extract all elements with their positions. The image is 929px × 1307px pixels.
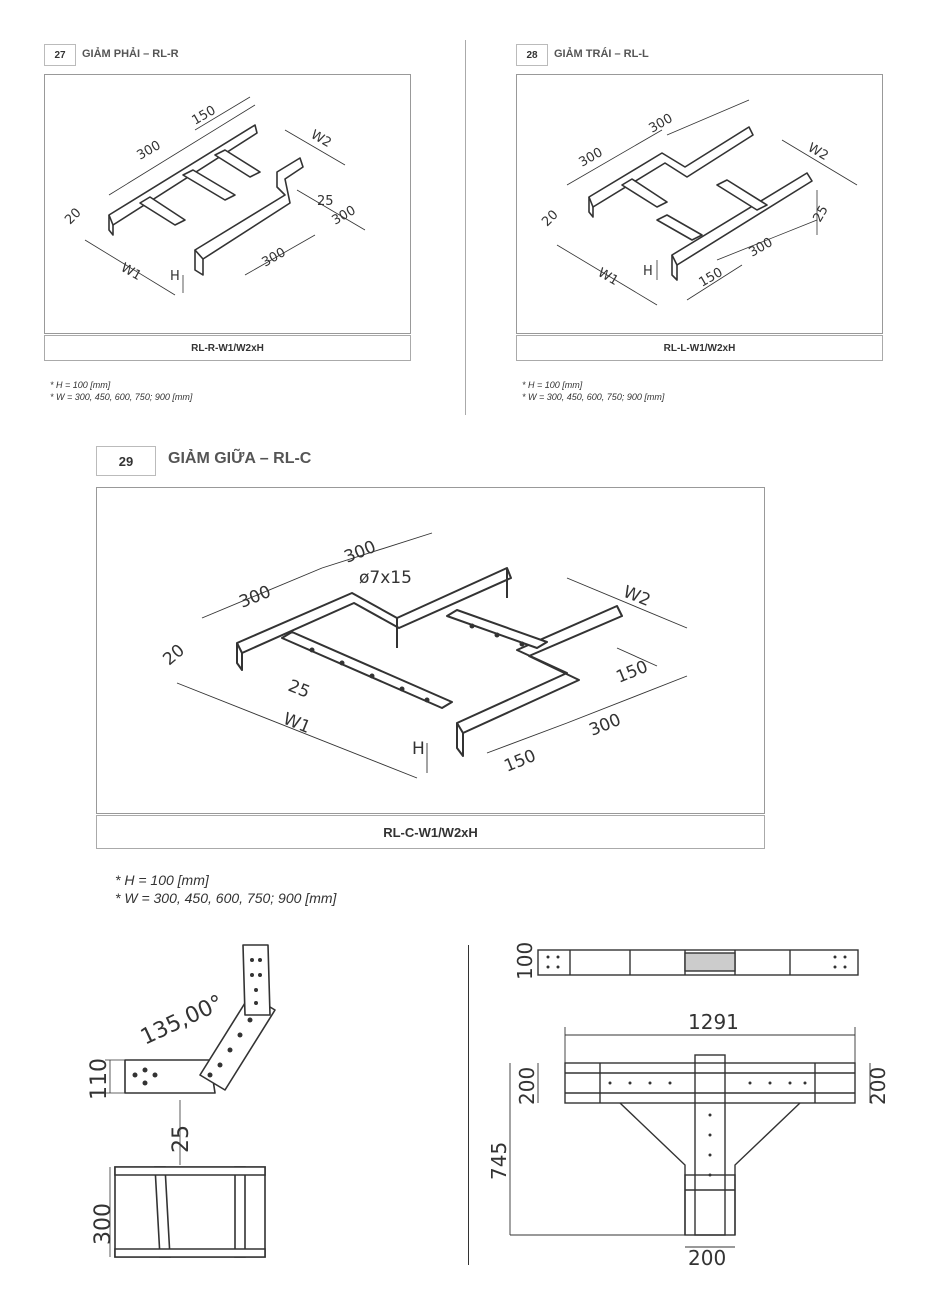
- dim-100: 100: [513, 942, 537, 980]
- panel-27-note-h: * H = 100 [mm]: [50, 380, 111, 390]
- panel-27-diagram: 300 150 W2 25 300 300 20 W1 H: [62, 96, 366, 296]
- dim-25: 25: [169, 1125, 194, 1153]
- dim-300b: 300: [330, 203, 359, 228]
- panel-28-note-w: * W = 300, 450, 600, 750; 900 [mm]: [522, 392, 665, 402]
- panel-29-number: 29: [96, 446, 156, 476]
- dim-110: 110: [87, 1058, 112, 1100]
- dim-150: 150: [697, 265, 726, 290]
- dim-200-right: 200: [866, 1067, 890, 1105]
- top-panels-divider: [465, 40, 466, 415]
- bottom-panels-divider: [468, 945, 469, 1265]
- dim-20: 20: [62, 206, 84, 228]
- dim-H: H: [412, 739, 425, 759]
- panel-27-title: GIẢM PHẢI – RL-R: [82, 48, 179, 60]
- dim-H: H: [643, 264, 653, 279]
- dim-300a: 300: [236, 582, 274, 613]
- panel-29-diagram: 300 300 ø7x15 W2 20 25 150 W1 H 300 150: [159, 532, 688, 779]
- panel-28-diagram: 300 300 W2 25 300 150 20 W1 H: [539, 99, 858, 306]
- elbow-angle-label: 135,00°: [137, 991, 227, 1051]
- dim-W2: W2: [308, 127, 334, 151]
- elbow-135-diagram: 135,00° 110 25 300: [87, 944, 276, 1258]
- dim-300a: 300: [135, 138, 164, 163]
- dim-300c: 300: [260, 245, 289, 270]
- panel-29-caption: RL-C-W1/W2xH: [96, 815, 765, 849]
- dim-200-bottom: 200: [688, 1246, 726, 1270]
- panel-29-title: GIẢM GIỮA – RL-C: [168, 450, 312, 467]
- panel-27-number: 27: [44, 44, 76, 66]
- dim-300c: 300: [586, 710, 624, 741]
- dim-150a: 150: [613, 657, 651, 688]
- dim-150b: 150: [501, 746, 539, 777]
- panel-29-drawing-frame: 300 300 ø7x15 W2 20 25 150 W1 H 300 150: [96, 487, 765, 814]
- dim-W1: W1: [280, 709, 313, 738]
- panel-28-note-h: * H = 100 [mm]: [522, 380, 583, 390]
- dim-300c: 300: [747, 235, 776, 260]
- dim-W1: W1: [595, 265, 621, 289]
- panel-28-drawing-frame: 300 300 W2 25 300 150 20 W1 H: [516, 74, 883, 334]
- dim-300b: 300: [341, 537, 379, 568]
- dim-20: 20: [539, 208, 561, 230]
- dim-200-left: 200: [515, 1067, 539, 1105]
- dim-W1: W1: [118, 260, 144, 284]
- panel-27-drawing-frame: 300 150 W2 25 300 300 20 W1 H: [44, 74, 411, 334]
- tee-plan-diagram: 100 1291 200 200 745 200: [490, 942, 890, 1270]
- dim-W2: W2: [805, 140, 831, 164]
- dim-300: 300: [91, 1203, 116, 1245]
- dim-25: 25: [810, 203, 831, 225]
- panel-27-caption: RL-R-W1/W2xH: [44, 335, 411, 361]
- dim-H: H: [170, 269, 180, 284]
- dim-300a: 300: [577, 145, 606, 170]
- dim-W2: W2: [620, 582, 653, 611]
- panel-29-note-h: * H = 100 [mm]: [115, 872, 209, 888]
- dim-25: 25: [285, 676, 313, 703]
- panel-28-title: GIẢM TRÁI – RL-L: [554, 48, 649, 60]
- dim-1291: 1291: [688, 1010, 739, 1034]
- dim-20: 20: [159, 641, 188, 670]
- panel-29-note-w: * W = 300, 450, 600, 750; 900 [mm]: [115, 890, 337, 906]
- panel-28-number: 28: [516, 44, 548, 66]
- dim-25: 25: [317, 194, 334, 209]
- panel-27-note-w: * W = 300, 450, 600, 750; 900 [mm]: [50, 392, 193, 402]
- dim-745: 745: [490, 1142, 511, 1180]
- dim-300b: 300: [647, 111, 676, 136]
- dim-hole: ø7x15: [359, 568, 412, 588]
- panel-28-caption: RL-L-W1/W2xH: [516, 335, 883, 361]
